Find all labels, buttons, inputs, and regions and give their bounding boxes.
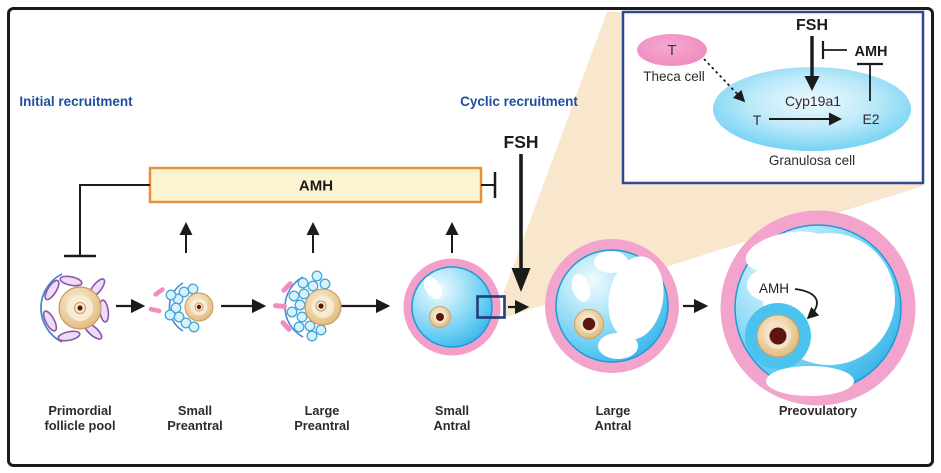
granulosa-t-label: T	[753, 112, 762, 128]
nucleus	[582, 317, 596, 331]
stage-label-primordial-2: follicle pool	[44, 418, 115, 433]
stage-label-small-antral-1: Small	[435, 403, 469, 418]
stage-label-primordial-1: Primordial	[48, 403, 111, 418]
granulosa-cells	[164, 283, 200, 333]
inset-fsh-arrowhead	[804, 76, 820, 91]
cyclic-recruitment-label: Cyclic recruitment	[460, 94, 578, 109]
nucleus	[436, 313, 444, 321]
stage-label-large-preantral-1: Large	[305, 403, 340, 418]
initial-recruitment-label: Initial recruitment	[19, 94, 133, 109]
theca-cell-label: Theca cell	[643, 69, 705, 84]
amh-curved-arrow	[794, 288, 820, 320]
stage-label-preovulatory-1: Preovulatory	[779, 403, 858, 418]
granulosa-cell-label: Granulosa cell	[769, 153, 855, 168]
inset-amh-label: AMH	[854, 44, 887, 60]
cyp19a1-label: Cyp19a1	[785, 93, 841, 109]
theca-dashes	[148, 287, 165, 314]
fsh-main-label: FSH	[504, 132, 539, 152]
stage-label-small-antral-2: Antral	[434, 418, 471, 433]
inset-box: T Theca cell FSH AMH Cyp19a1 T E2 Granul…	[621, 10, 925, 185]
nucleus-ring	[74, 302, 86, 314]
stage-label-large-antral-2: Antral	[595, 418, 632, 433]
stage-label-large-antral-1: Large	[596, 403, 631, 418]
follicle-fluid	[411, 266, 493, 348]
nucleolus	[196, 304, 202, 310]
large-antral-follicle	[545, 239, 679, 373]
theca-dashes	[273, 281, 293, 332]
nucleolus	[77, 305, 83, 311]
theca-to-granulosa-dotted-arrow	[703, 58, 746, 103]
small-preantral-follicle	[148, 282, 214, 333]
highlight	[423, 276, 443, 300]
theca-ring	[720, 210, 916, 406]
amh-bar-label: AMH	[299, 178, 333, 195]
nucleus	[769, 327, 787, 345]
primordial-follicle	[40, 273, 110, 343]
e2-label: E2	[862, 111, 879, 127]
preovulatory-follicle: AMH	[720, 210, 916, 406]
theca-ring	[403, 258, 501, 356]
large-preantral-follicle	[273, 270, 342, 342]
granulosa-cells	[286, 270, 331, 342]
theca-cell-shape	[637, 34, 707, 66]
preovulatory-amh-label: AMH	[759, 281, 789, 296]
theca-t-label: T	[667, 42, 676, 59]
nucleolus	[318, 303, 324, 309]
fsh-main-arrowhead	[511, 268, 531, 292]
stage-labels: Primordial follicle pool Small Preantral…	[44, 403, 858, 433]
amh-inhibit-pool-line	[79, 184, 150, 256]
theca-ring	[545, 239, 679, 373]
granulosa-cell-shape	[713, 67, 911, 151]
antrum	[571, 251, 664, 359]
nucleus-ring	[194, 302, 204, 312]
basement-arc	[168, 282, 184, 332]
basement-arc	[40, 273, 63, 343]
stage-label-small-preantral-1: Small	[178, 403, 212, 418]
nucleus-ring	[315, 300, 327, 312]
inset-fsh-label: FSH	[796, 17, 828, 34]
small-antral-follicle	[403, 258, 506, 356]
stage-label-large-preantral-2: Preantral	[294, 418, 349, 433]
stage-label-small-preantral-2: Preantral	[167, 418, 222, 433]
zoom-region-square	[476, 295, 506, 319]
